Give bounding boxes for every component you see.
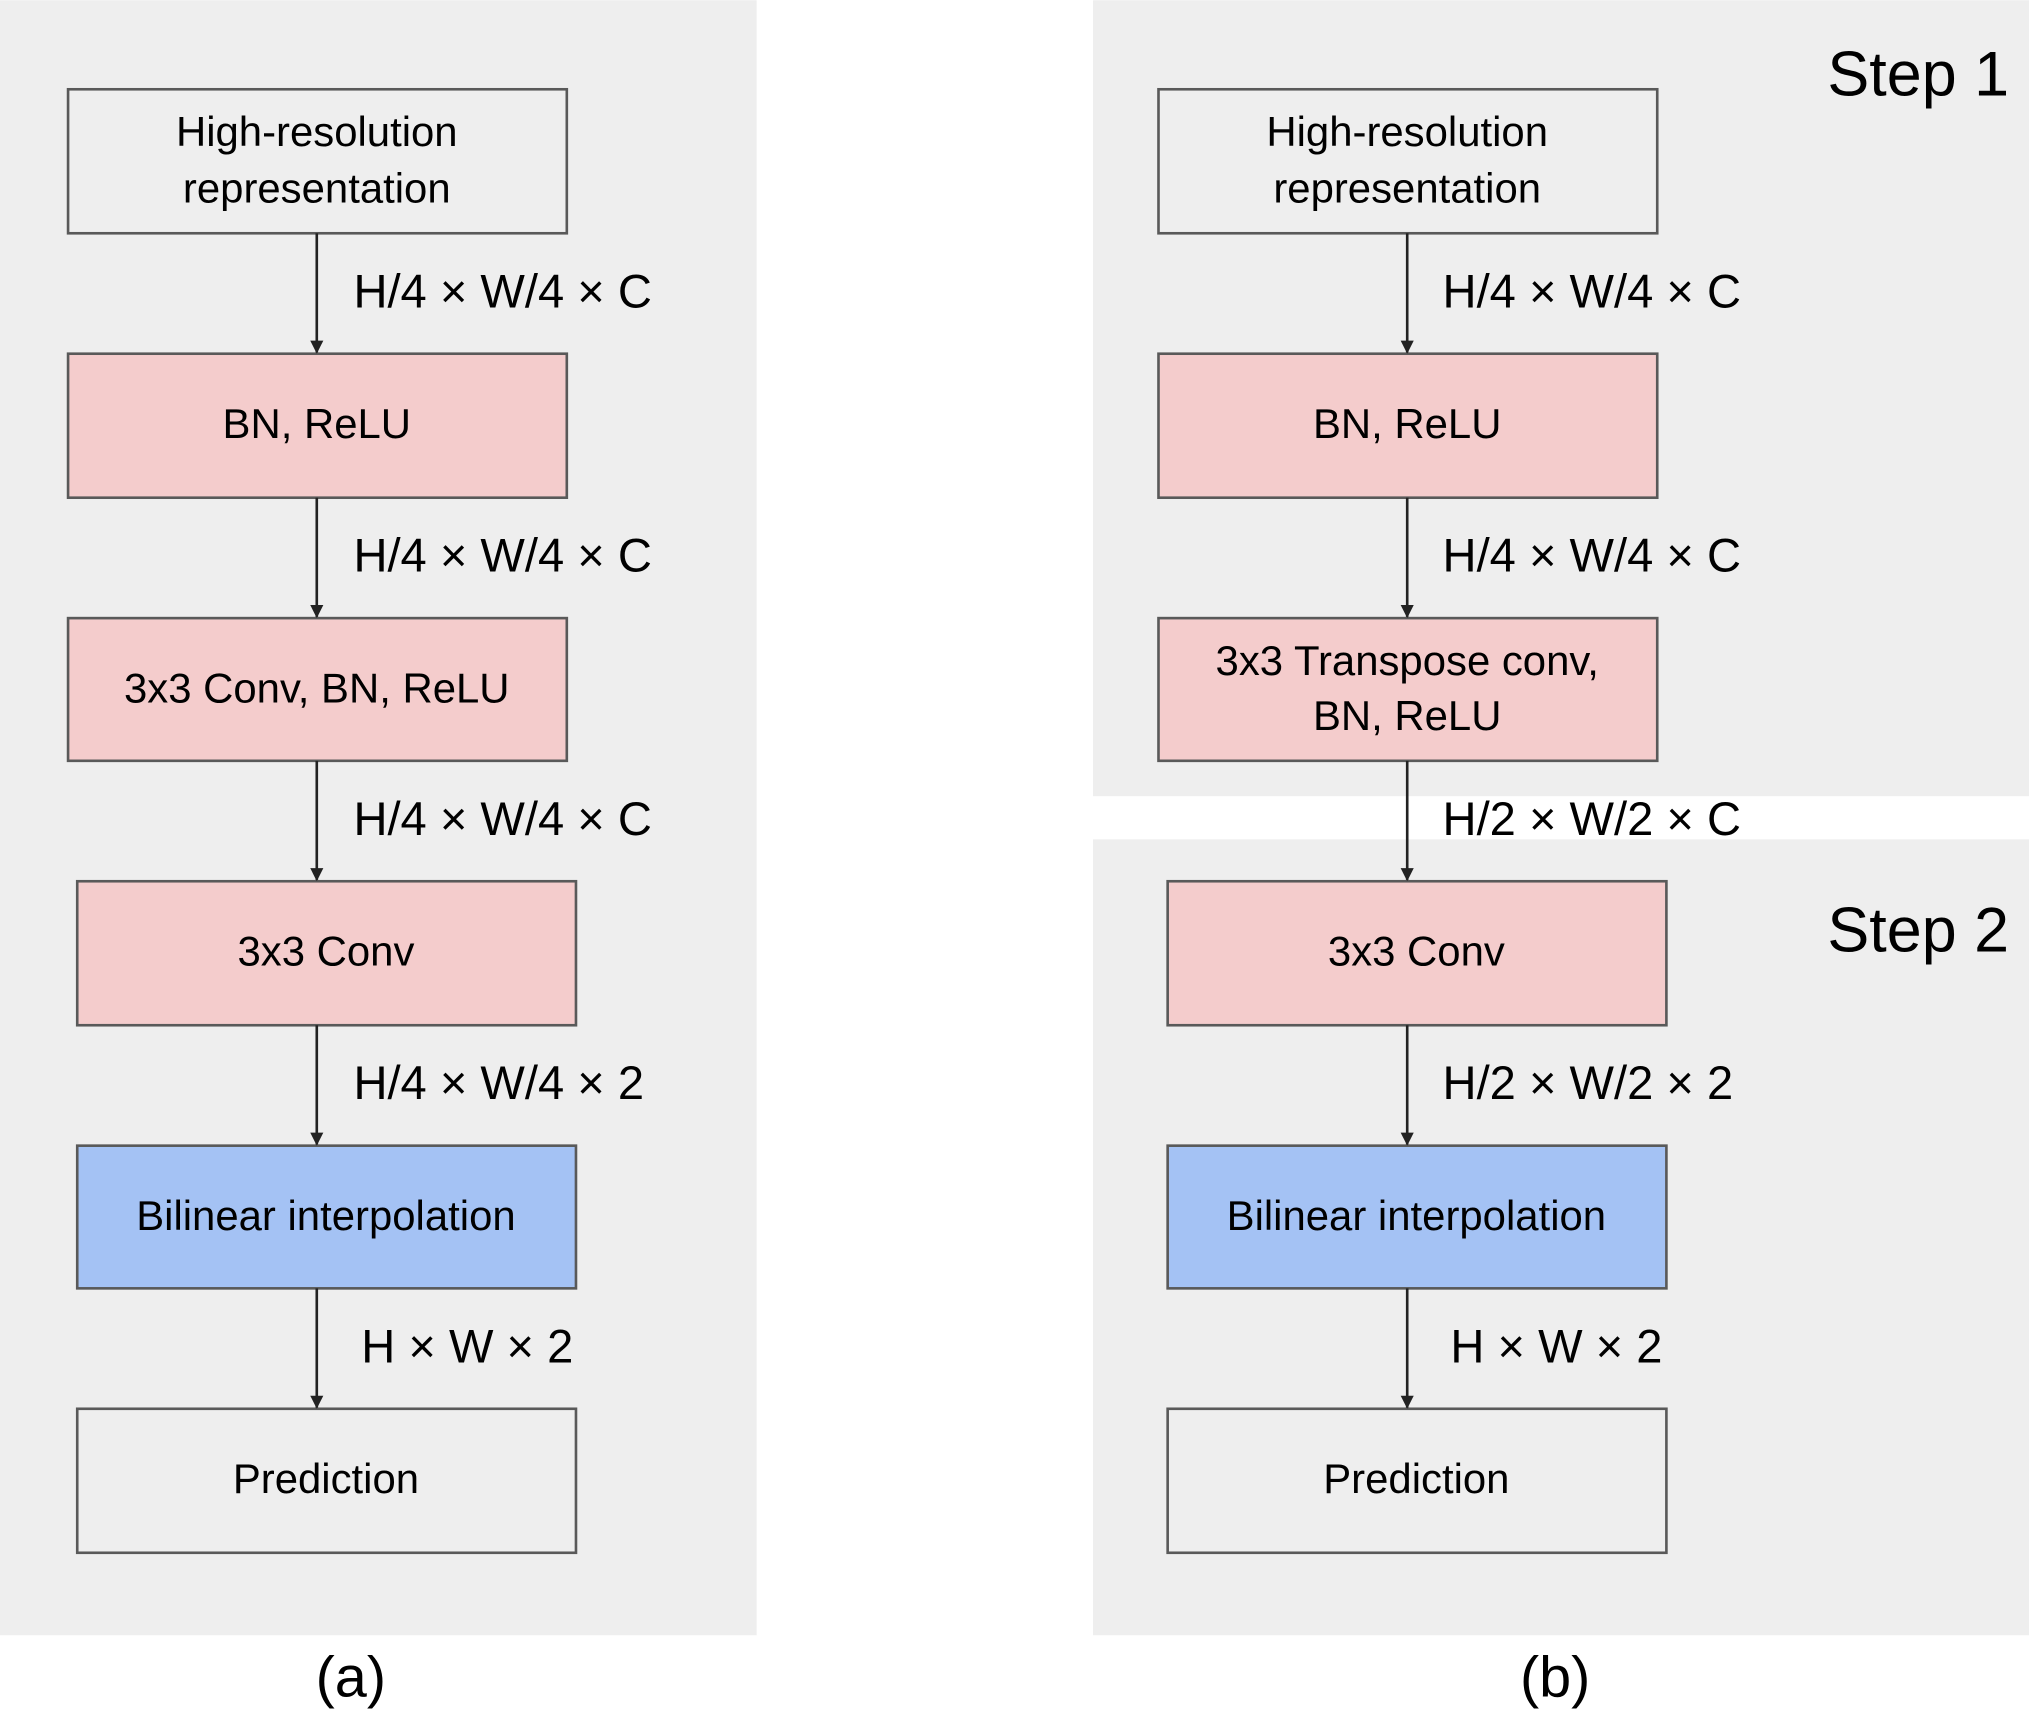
box-bilinear-a: Bilinear interpolation: [75, 1144, 578, 1290]
edge-label: H/4 × W/4 × C: [353, 529, 651, 582]
caption-a: (a): [316, 1645, 386, 1709]
edge-label: H × W × 2: [361, 1319, 573, 1372]
box-label: 3x3 Conv, BN, ReLU: [124, 664, 510, 711]
box-label: Prediction: [233, 1455, 419, 1502]
box-label: High-resolution: [176, 108, 458, 155]
step1-label: Step 1: [1827, 39, 2009, 109]
box-label: Bilinear interpolation: [1227, 1192, 1606, 1239]
edge-label: H/4 × W/4 × 2: [353, 1056, 644, 1109]
panel-a: High-resolution representation BN, ReLU …: [0, 0, 757, 1709]
box-bilinear-b: Bilinear interpolation: [1166, 1144, 1668, 1290]
box-bn-relu-a: BN, ReLU: [66, 352, 569, 500]
box-conv-b: 3x3 Conv: [1166, 879, 1668, 1027]
box-label: representation: [183, 164, 451, 211]
caption-b: (b): [1520, 1645, 1590, 1709]
box-high-res-a: High-resolution representation: [66, 87, 569, 235]
box-label: BN, ReLU: [223, 400, 412, 447]
box-label: 3x3 Conv: [237, 928, 414, 975]
box-label: 3x3 Transpose conv,: [1216, 637, 1599, 684]
edge-label: H/4 × W/4 × C: [353, 264, 651, 317]
box-label: Prediction: [1323, 1455, 1509, 1502]
box-prediction-b: Prediction: [1166, 1407, 1668, 1555]
box-conv-a: 3x3 Conv: [75, 879, 578, 1027]
box-conv-bn-relu-a: 3x3 Conv, BN, ReLU: [66, 616, 569, 763]
edge-label: H/4 × W/4 × C: [353, 792, 651, 845]
box-label: High-resolution: [1266, 108, 1548, 155]
box-prediction-a: Prediction: [75, 1407, 578, 1555]
panel-a-background: [0, 0, 757, 1636]
step2-label: Step 2: [1827, 896, 2009, 966]
edge-label: H × W × 2: [1450, 1319, 1662, 1372]
edge-label: H/4 × W/4 × C: [1443, 264, 1741, 317]
box-bn-relu-b: BN, ReLU: [1157, 352, 1659, 500]
panel-b: Step 1 Step 2 High-resolution representa…: [1093, 0, 2029, 1709]
box-label: Bilinear interpolation: [136, 1192, 515, 1239]
edge-label: H/2 × W/2 × 2: [1443, 1056, 1734, 1109]
box-label: representation: [1273, 164, 1541, 211]
edge-label: H/4 × W/4 × C: [1443, 529, 1741, 582]
box-label: BN, ReLU: [1313, 400, 1502, 447]
box-transpose-conv-b: 3x3 Transpose conv, BN, ReLU: [1157, 616, 1659, 763]
box-label: 3x3 Conv: [1328, 928, 1505, 975]
box-high-res-b: High-resolution representation: [1157, 87, 1659, 235]
edge-label: H/2 × W/2 × C: [1443, 792, 1741, 845]
box-label: BN, ReLU: [1313, 692, 1502, 739]
